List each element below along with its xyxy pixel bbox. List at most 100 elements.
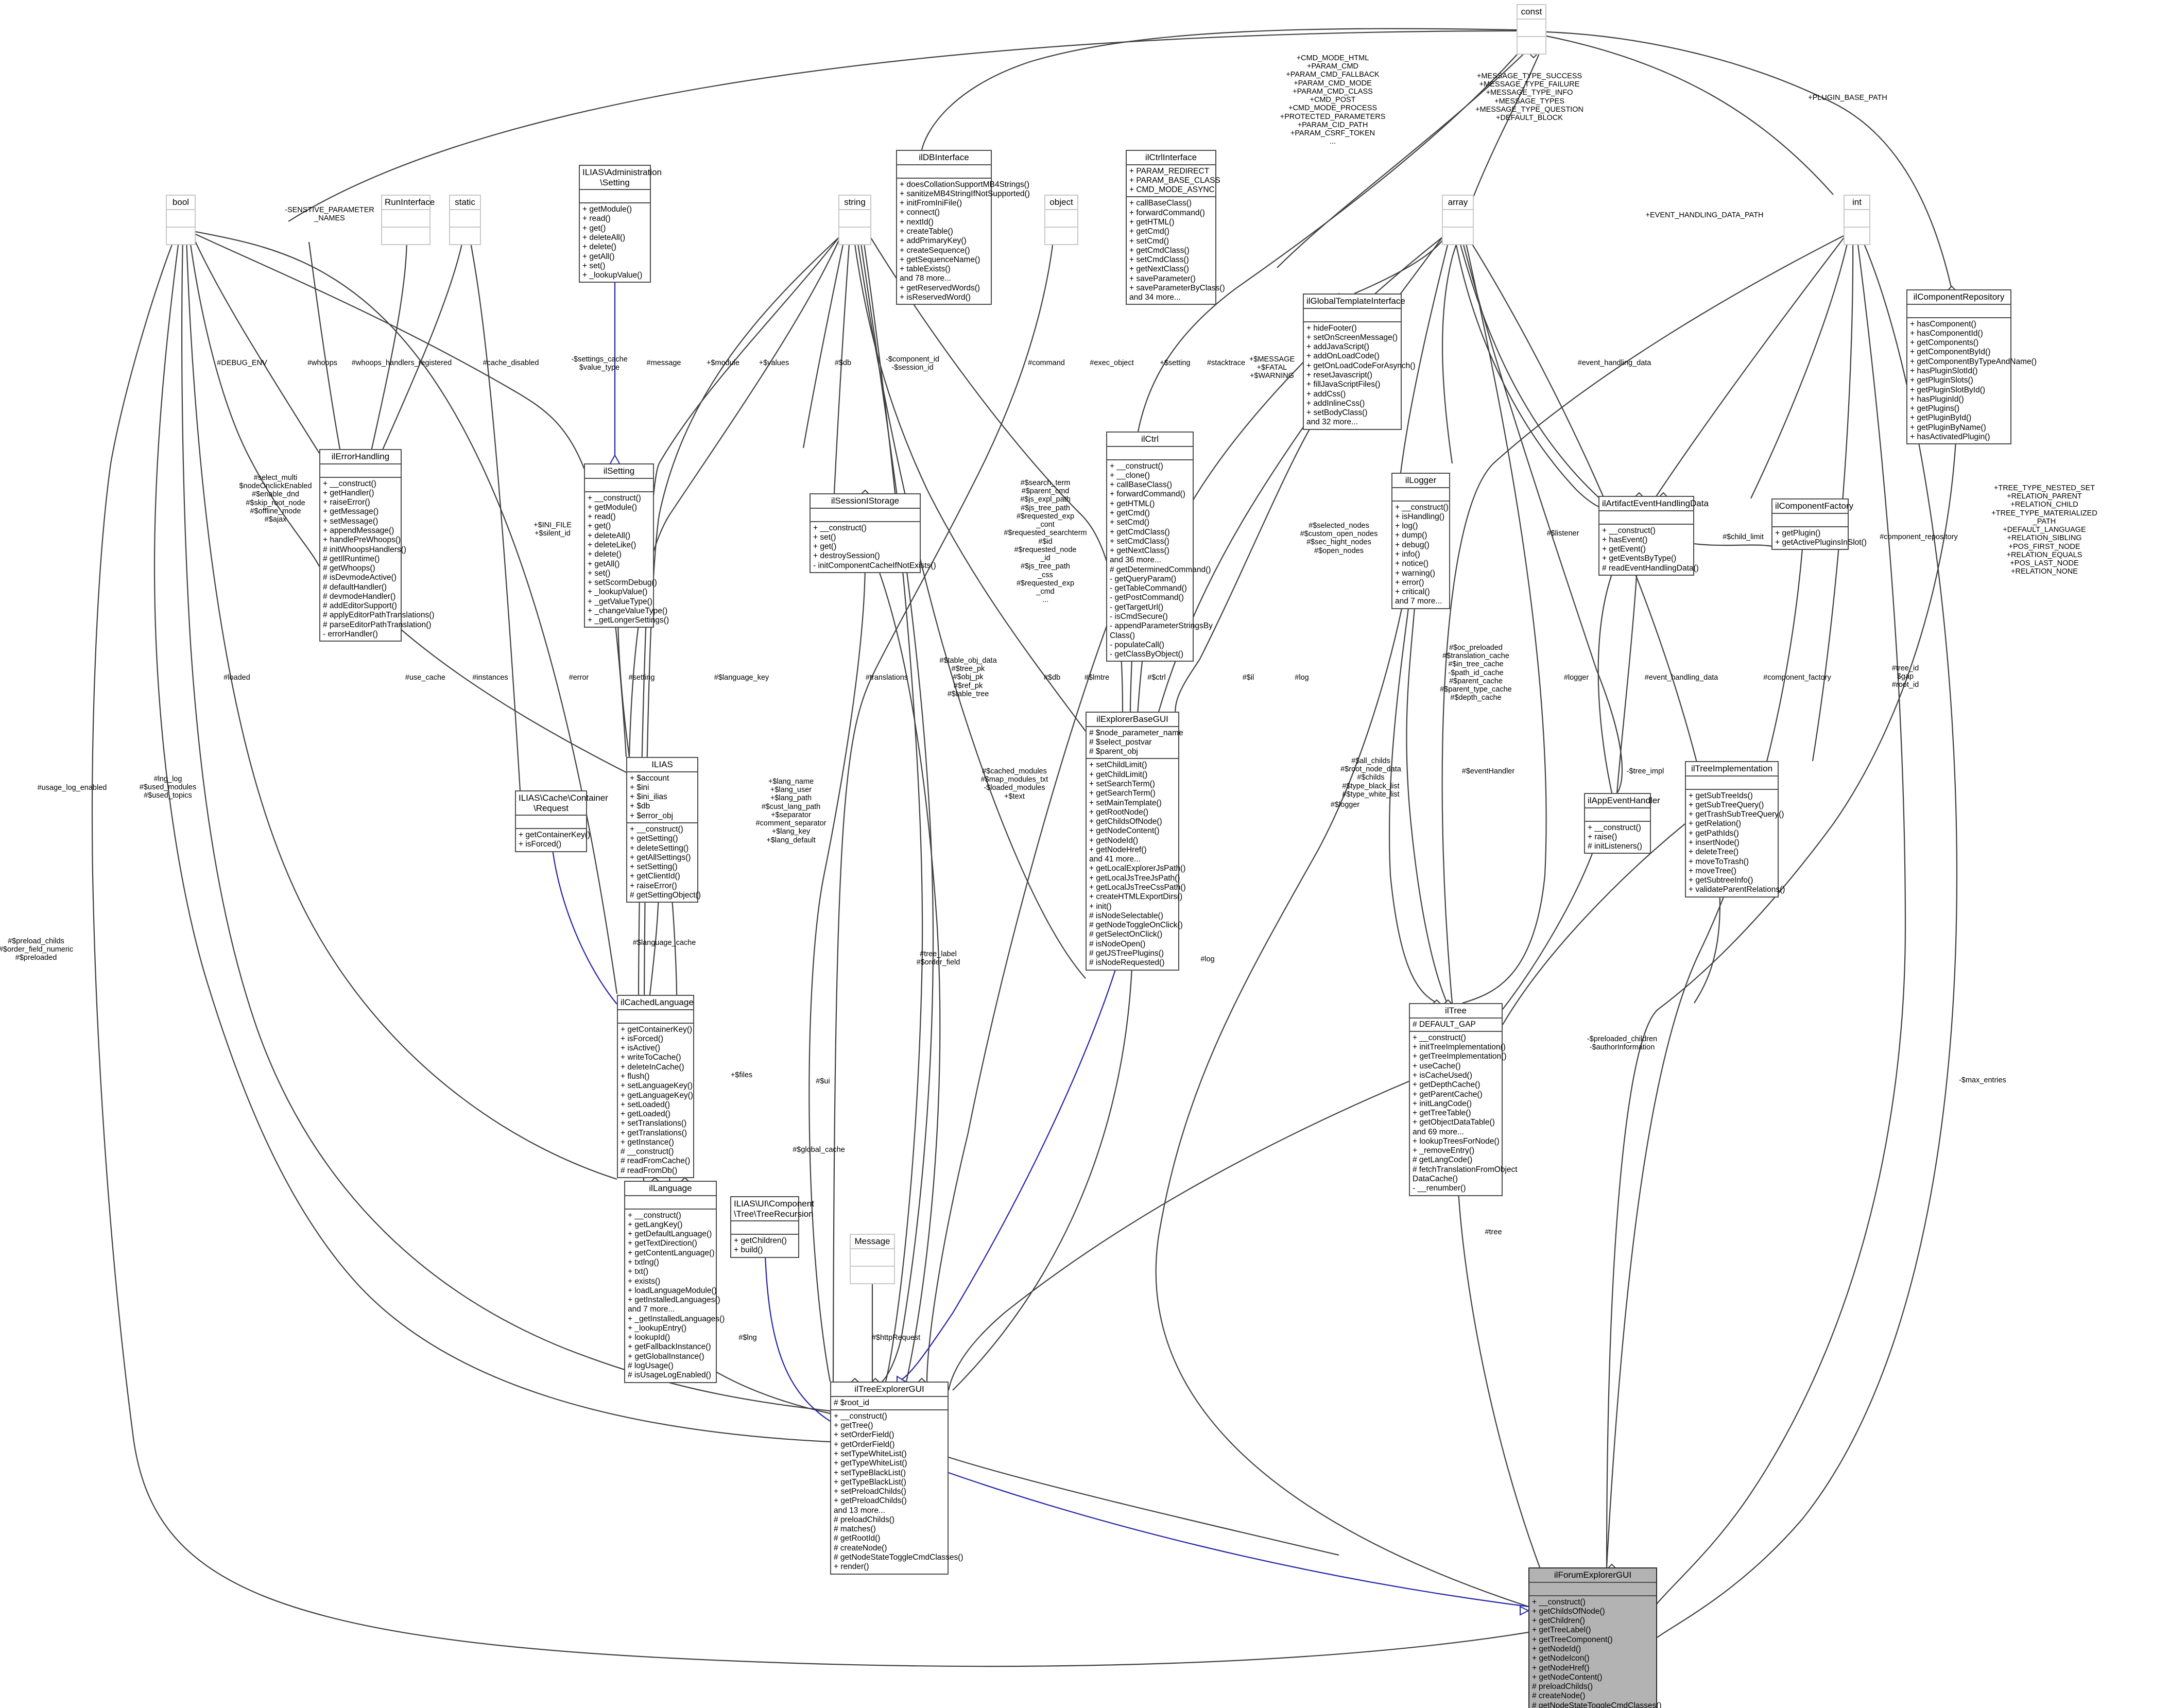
uml-class-ilForumExplorerGUI[interactable]: ilForumExplorerGUI+ __construct()+ getCh… xyxy=(1528,1567,1662,1708)
uml-class-ilDBInterface[interactable]: ilDBInterface+ doesCollationSupportMB4St… xyxy=(896,150,1030,305)
uml-class-array[interactable]: array xyxy=(1442,195,1474,245)
uml-class-ilLanguage[interactable]: ilLanguage+ __construct()+ getLangKey()+… xyxy=(624,1181,725,1383)
uml-operation: + getNextClass() xyxy=(1129,265,1189,274)
uml-operation: - __renumber() xyxy=(1413,1184,1466,1193)
uml-attribute: + $ini xyxy=(630,783,649,792)
uml-class-ilTree[interactable]: ilTree# DEFAULT_GAP+ __construct()+ init… xyxy=(1409,1003,1518,1196)
uml-operation: + useCache() xyxy=(1413,1061,1461,1071)
edge-label-cache-disabled: #cache_disabled xyxy=(483,359,539,367)
uml-operation: + getTranslations() xyxy=(621,1128,687,1137)
uml-class-ILIASCacheContainerRequest[interactable]: ILIAS\Cache\Container \Request+ getConta… xyxy=(515,790,608,852)
uml-class-object[interactable]: object xyxy=(1044,195,1078,245)
edge-label-event-handling-data-path: +EVENT_HANDLING_DATA_PATH xyxy=(1645,211,1764,219)
edge-label-stacktrace: #stacktrace xyxy=(1207,359,1246,367)
uml-class-attributes xyxy=(1045,210,1077,228)
uml-class-title: ilErrorHandling xyxy=(320,450,401,464)
uml-class-title: ilLogger xyxy=(1392,474,1449,488)
uml-class-ilComponentFactory[interactable]: ilComponentFactory+ getPlugin()+ getActi… xyxy=(1771,498,1867,550)
uml-class-ilCachedLanguage[interactable]: ilCachedLanguage+ getContainerKey()+ isF… xyxy=(617,995,694,1179)
edge-label-logger: #logger xyxy=(1563,674,1589,682)
uml-class-bool[interactable]: bool xyxy=(166,195,196,245)
uml-operation: + _getInstalledLanguages() xyxy=(628,1314,725,1323)
uml-operation: + getChildren() xyxy=(734,1236,787,1246)
uml-class-title: array xyxy=(1443,196,1473,210)
uml-operation: + addInlineCss() xyxy=(1306,399,1365,408)
edge-label-message-types: +MESSAGE_TYPE_SUCCESS +MESSAGE_TYPE_FAIL… xyxy=(1475,72,1583,123)
uml-operation: + getContainerKey() xyxy=(621,1025,693,1034)
uml-class-RunInterface[interactable]: RunInterface xyxy=(381,195,435,245)
uml-operation: # __construct() xyxy=(621,1147,674,1157)
uml-class-operations xyxy=(167,228,195,244)
edge-label-child-limit: #$child_limit xyxy=(1723,533,1764,541)
edge-label-eventhandler: #$eventHandler xyxy=(1461,767,1515,775)
uml-class-ILIAS[interactable]: ILIAS+ $account+ $ini+ $ini_ilias+ $db+ … xyxy=(626,757,701,903)
uml-class-ilComponentRepository[interactable]: ilComponentRepository+ hasComponent()+ h… xyxy=(1906,289,2037,445)
uml-operation: + saveParameter() xyxy=(1129,274,1196,283)
uml-class-ilLogger[interactable]: ilLogger + __construct()+ isHandling()+ l… xyxy=(1391,473,1450,609)
uml-operation: + __construct() xyxy=(588,493,641,503)
uml-operation: - appendParameterStringsBy xyxy=(1110,622,1213,631)
uml-operation: + __construct() xyxy=(1413,1033,1466,1042)
uml-class-ILIASUIComponentTreeTreeRecursion[interactable]: ILIAS\UI\Component \Tree\TreeRecursion+ … xyxy=(730,1196,814,1258)
uml-class-attributes xyxy=(167,210,195,228)
uml-class-ILIASAdministrationSetting[interactable]: ILIAS\Administration \Setting+ getModule… xyxy=(579,165,662,283)
edge-label-global-cache: #$global_cache xyxy=(793,1146,845,1154)
uml-class-attributes xyxy=(811,509,920,522)
uml-operation: + getChildsOfNode() xyxy=(1532,1607,1605,1616)
uml-operation: # isUsageLogEnabled() xyxy=(628,1371,711,1380)
edge-label-usage-log-enabled: #usage_log_enabled xyxy=(37,784,107,792)
uml-operation: + insertNode() xyxy=(1689,838,1740,847)
uml-operation: # preloadChilds() xyxy=(834,1515,895,1524)
uml-class-Message[interactable]: Message xyxy=(850,1234,895,1284)
uml-operation: + raiseError() xyxy=(630,881,677,890)
uml-operation: - initComponentCacheIfNotExists() xyxy=(813,561,936,570)
uml-operation: and 69 more... xyxy=(1413,1127,1464,1136)
uml-operation: # defaultHandler() xyxy=(323,582,387,592)
edge-label-lng-log: #lng_log #$used_modules #$used_topics xyxy=(139,775,197,800)
uml-operation: + get() xyxy=(588,522,611,531)
uml-class-ilCtrlInterface[interactable]: ilCtrlInterface+ PARAM_REDIRECT+ PARAM_B… xyxy=(1126,150,1225,305)
edge-label-settings-cache: -$settings_cache $value_type xyxy=(571,355,628,372)
uml-class-title: bool xyxy=(167,196,195,210)
uml-class-ilCtrl[interactable]: ilCtrl+ __construct()+ __clone()+ callBa… xyxy=(1106,432,1213,662)
uml-operation: # getNodeToggleOnClick() xyxy=(1089,921,1183,930)
uml-operation: + addCss() xyxy=(1306,389,1346,399)
uml-operation: + getCmdClass() xyxy=(1129,246,1190,255)
uml-class-const[interactable]: const xyxy=(1517,4,1546,55)
uml-class-ilTreeImplementation[interactable]: ilTreeImplementation+ getSubTreeIds()+ g… xyxy=(1685,761,1785,898)
uml-operation: + addJavaScript() xyxy=(1306,342,1369,352)
uml-operation: - isCmdSecure() xyxy=(1110,612,1168,622)
uml-operation: + getContentLanguage() xyxy=(628,1248,715,1257)
uml-class-int[interactable]: int xyxy=(1844,195,1870,245)
uml-operation: + getComponentById() xyxy=(1910,348,1991,357)
uml-operation: + getLocalExplorerJsPath() xyxy=(1089,864,1186,873)
uml-class-ilErrorHandling[interactable]: ilErrorHandling+ __construct()+ getHandl… xyxy=(319,449,435,642)
edge-label-boc-preloaded: #$oc_preloaded #$translation_cache #$in_… xyxy=(1440,644,1512,702)
uml-class-ilAppEventHandler[interactable]: ilAppEventHandler+ __construct()+ raise(… xyxy=(1584,793,1660,854)
uml-class-ilSetting[interactable]: ilSetting+ __construct()+ getModule()+ r… xyxy=(584,463,669,628)
uml-class-static[interactable]: static xyxy=(449,195,481,245)
edge-label-error: #error xyxy=(569,674,589,682)
edge-label-plugin-base-path: +PLUGIN_BASE_PATH xyxy=(1808,94,1887,102)
uml-class-string[interactable]: string xyxy=(838,195,871,245)
uml-operation: + hasEvent() xyxy=(1602,535,1648,544)
uml-class-ilArtifactEventHandlingData[interactable]: ilArtifactEventHandlingData+ __construct… xyxy=(1598,496,1709,576)
uml-class-title: static xyxy=(450,196,480,210)
uml-operation: + setMessage() xyxy=(323,516,378,526)
uml-operation: and 7 more... xyxy=(1395,597,1442,606)
uml-class-ilExplorerBaseGUI[interactable]: ilExplorerBaseGUI# $node_parameter_name#… xyxy=(1086,712,1186,971)
edge-label-lang-name: +$lang_name +$lang_user +$lang_path #$cu… xyxy=(755,778,827,844)
uml-operation: - getTableCommand() xyxy=(1110,584,1187,593)
edge-label-tree-label: #tree_label #$order_field xyxy=(916,950,960,967)
uml-class-ilTreeExplorerGUI[interactable]: ilTreeExplorerGUI# $root_id+ __construct… xyxy=(830,1382,963,1575)
uml-operation: + createTable() xyxy=(900,227,953,236)
uml-class-ilGlobalTemplateInterface[interactable]: ilGlobalTemplateInterface+ hideFooter()+… xyxy=(1303,294,1416,430)
uml-class-ilSessionIStorage[interactable]: ilSessionIStorage+ __construct()+ set()+… xyxy=(810,493,936,573)
uml-class-operations: + __construct()+ isHandling()+ log()+ du… xyxy=(1392,502,1449,608)
edge-label-whoops: #whoops xyxy=(307,359,338,367)
uml-operation: + read() xyxy=(582,214,611,223)
uml-attribute: # $root_id xyxy=(834,1398,869,1407)
uml-operation: # getNodeStateToggleCmdClasses() xyxy=(1532,1701,1662,1708)
uml-operation: # getLangCode() xyxy=(1413,1155,1473,1165)
uml-class-title: ILIAS\Cache\Container \Request xyxy=(516,791,608,816)
